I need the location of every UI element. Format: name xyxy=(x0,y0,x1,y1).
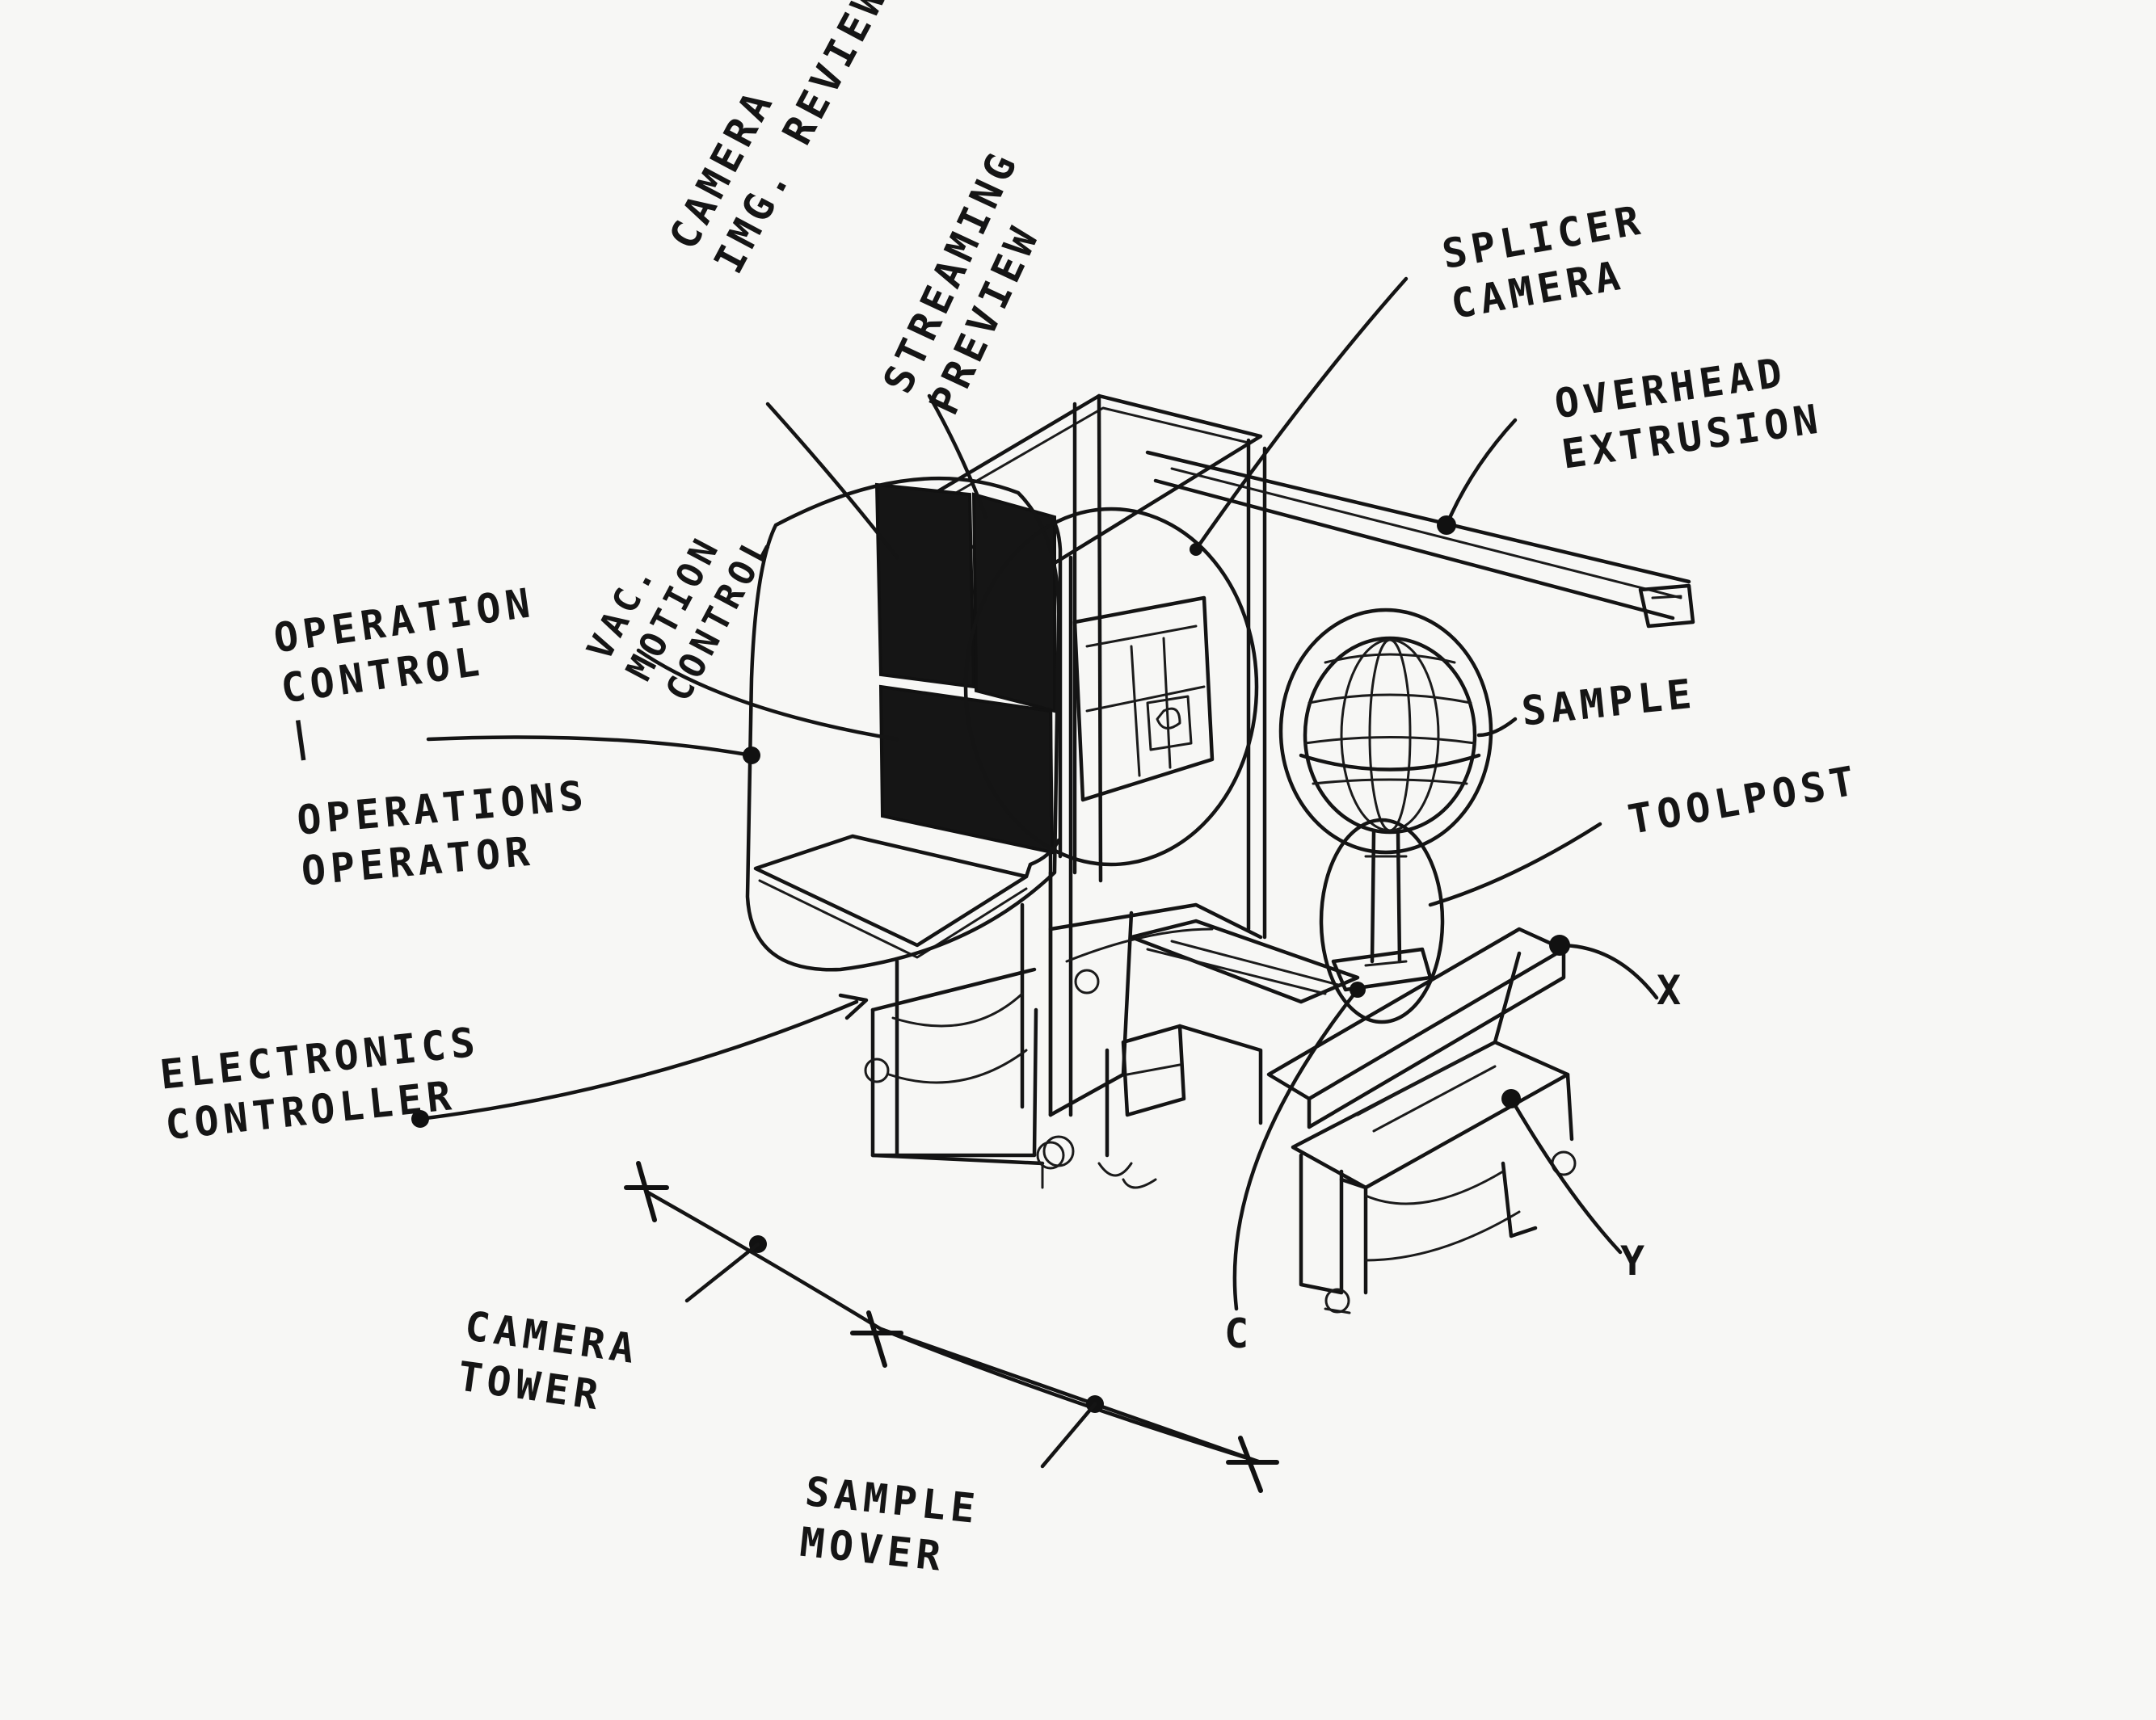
label-axis-x: X xyxy=(1657,967,1686,1014)
sample-mover xyxy=(1097,919,1577,1314)
toolpost-and-sample xyxy=(1278,608,1493,1024)
label-axis-y: Y xyxy=(1620,1238,1650,1285)
camera-img-review-screen xyxy=(874,482,976,689)
leader-lines xyxy=(411,276,1659,1311)
operations-console xyxy=(753,482,1065,1189)
axis-diagram xyxy=(624,1161,1279,1493)
label-operation-control-separator: | xyxy=(284,711,321,763)
overhead-extrusion xyxy=(1145,450,1695,629)
grouping-outlines xyxy=(745,476,1259,972)
label-sample-mover: SAMPLE MOVER xyxy=(798,1466,983,1585)
label-axis-c: C xyxy=(1224,1310,1254,1357)
